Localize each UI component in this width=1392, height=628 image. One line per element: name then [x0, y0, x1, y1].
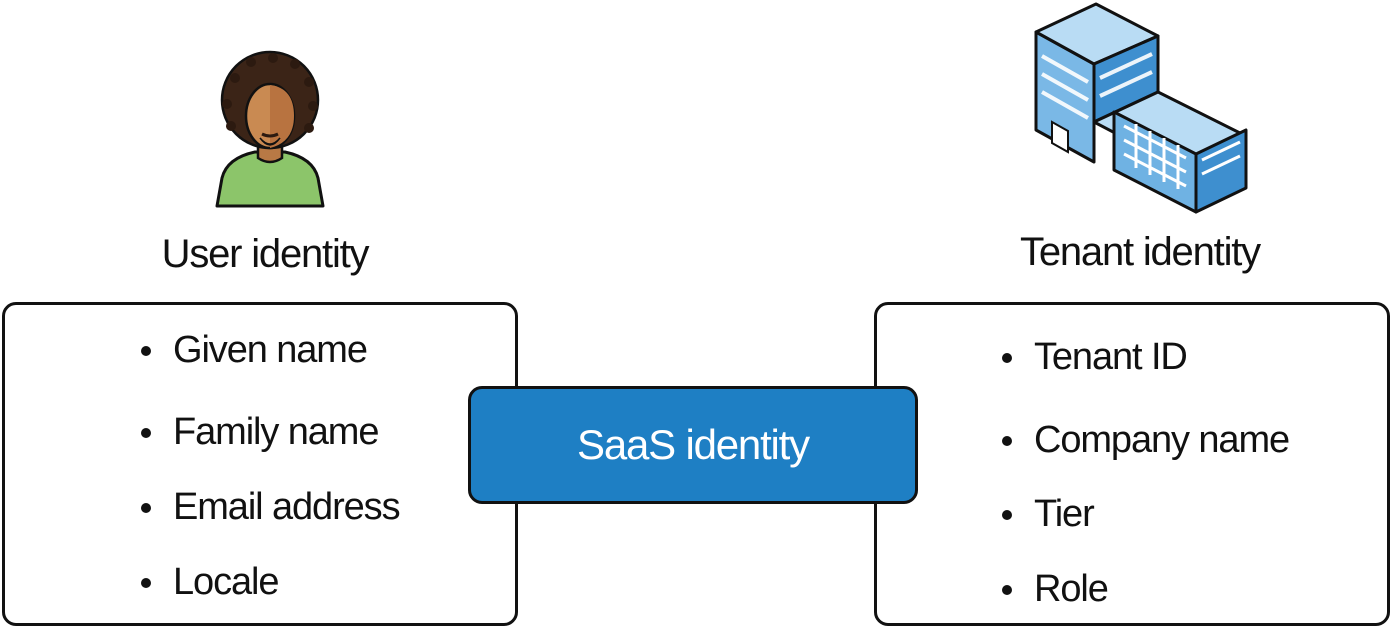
office-building-icon — [1034, 2, 1248, 214]
tenant-identity-title: Tenant identity — [1020, 230, 1261, 274]
person-icon — [215, 50, 325, 208]
user-attribute-family-name: Family name — [173, 411, 380, 453]
tenant-attribute-tenant-id: Tenant ID — [1034, 336, 1188, 378]
user-attributes-box: Given name Family name Email address Loc… — [2, 302, 518, 626]
tenant-attributes-box: Tenant ID Company name Tier Role — [874, 302, 1390, 626]
user-attribute-locale: Locale — [173, 561, 279, 603]
saas-identity-box: SaaS identity — [468, 386, 918, 504]
bullet-icon — [141, 428, 151, 438]
bullet-icon — [1002, 510, 1012, 520]
bullet-icon — [141, 503, 151, 513]
tenant-attribute-tier: Tier — [1034, 493, 1095, 535]
tenant-attribute-company-name: Company name — [1034, 419, 1290, 461]
user-attribute-given-name: Given name — [173, 329, 368, 371]
tenant-attribute-role: Role — [1034, 568, 1109, 610]
user-identity-title: User identity — [161, 232, 370, 276]
bullet-icon — [141, 346, 151, 356]
saas-identity-label: SaaS identity — [577, 421, 810, 468]
bullet-icon — [1002, 585, 1012, 595]
bullet-icon — [1002, 353, 1012, 363]
bullet-icon — [141, 578, 151, 588]
user-attribute-email-address: Email address — [173, 486, 401, 528]
bullet-icon — [1002, 436, 1012, 446]
